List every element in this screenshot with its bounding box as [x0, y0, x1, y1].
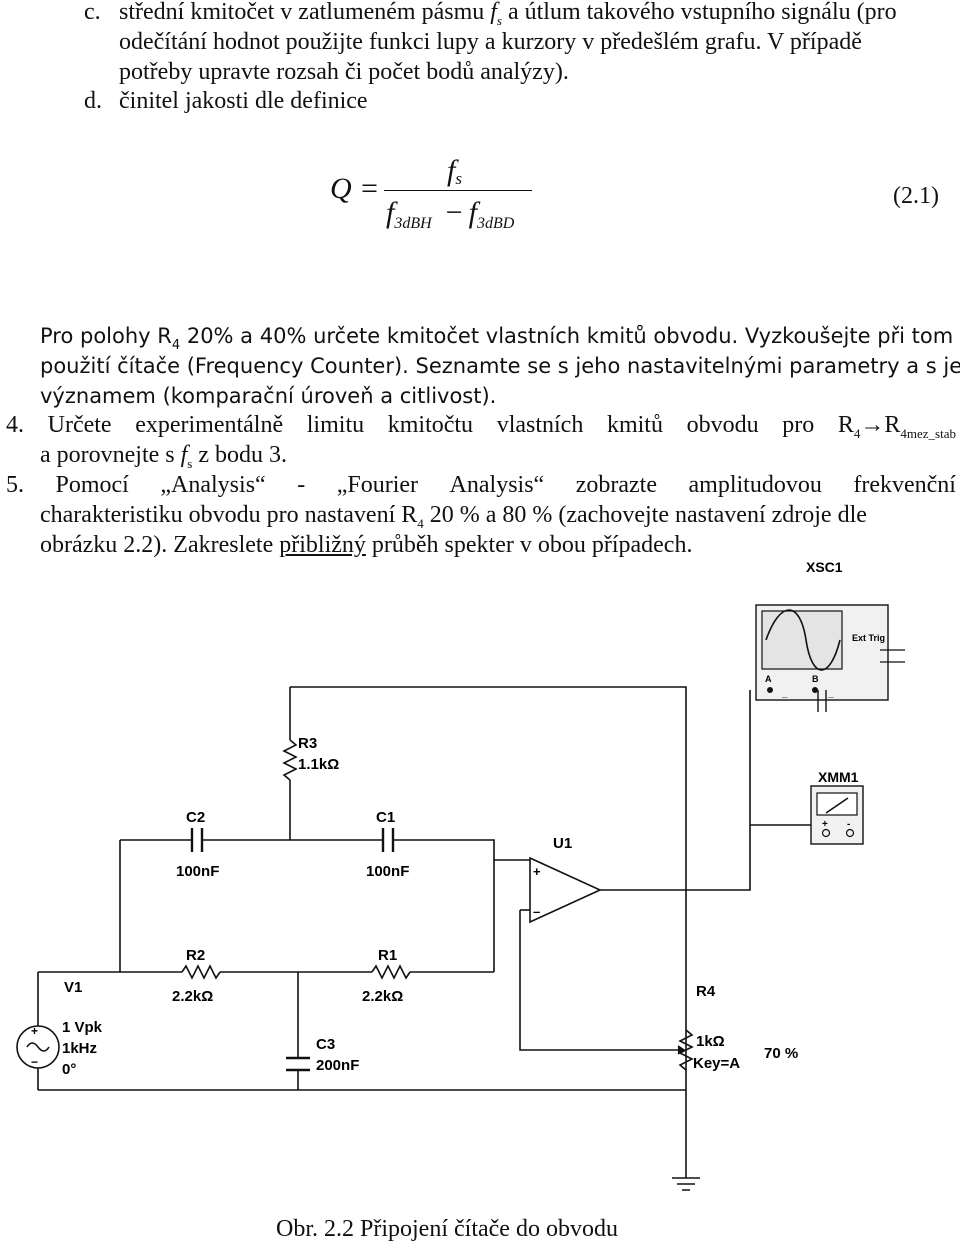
v1-label: V1 — [64, 979, 82, 996]
xsc-channel-b-label: B — [812, 674, 819, 684]
item-5-line2: charakteristiku obvodu pro nastavení R4 … — [40, 502, 867, 531]
r1-value: 2.2kΩ — [362, 988, 403, 1005]
xsc-b-minus: _ — [827, 688, 834, 699]
c3-capacitor — [286, 1056, 310, 1072]
c1-value: 100nF — [366, 863, 409, 880]
equation-number: (2.1) — [893, 183, 939, 209]
xmm1-label: XMM1 — [818, 769, 859, 785]
c2-label: C2 — [186, 809, 205, 826]
para-r4-line2: použití čítače (Frequency Counter). Sezn… — [40, 354, 960, 378]
multimeter-xmm1[interactable]: + - — [810, 785, 864, 845]
para-r4-line3: významem (komparační úroveň a citlivost)… — [40, 384, 497, 408]
xmm-minus-sign: - — [847, 819, 850, 830]
xsc-channel-a-label: A — [765, 674, 772, 684]
v1-minus-sign: − — [31, 1055, 38, 1069]
r2-label: R2 — [186, 947, 205, 964]
r3-label: R3 — [298, 735, 317, 752]
r2-value: 2.2kΩ — [172, 988, 213, 1005]
u1-opamp — [529, 856, 602, 924]
item-c-line2: odečítání hodnot použijte funkci lupy a … — [119, 29, 862, 55]
r2-resistor — [181, 964, 221, 980]
r4-value: 1kΩ — [696, 1033, 725, 1050]
circuit-schematic: + − Ext Trig A B _ _ XSC1 + - XMM1 R3 1.… — [16, 559, 905, 1191]
u1-minus-input: – — [533, 904, 540, 919]
r1-label: R1 — [378, 947, 397, 964]
equation-numerator: fs — [447, 154, 462, 188]
r4-setting: 70 % — [764, 1045, 798, 1062]
xmm-plus-sign: + — [822, 819, 828, 830]
para-r4-line1: Pro polohy R4 20% a 40% určete kmitočet … — [40, 324, 954, 353]
xsc1-label: XSC1 — [806, 559, 843, 575]
v1-source — [16, 1025, 60, 1069]
item-d-marker: d. — [84, 88, 102, 114]
c3-value: 200nF — [316, 1057, 359, 1074]
r3-value: 1.1kΩ — [298, 756, 339, 773]
v1-amplitude: 1 Vpk — [62, 1019, 103, 1036]
item-5-line3: obrázku 2.2). Zakreslete přibližný průbě… — [40, 532, 693, 558]
item-5-line1: 5. Pomocí „Analysis“ - „Fourier Analysis… — [6, 472, 956, 498]
equation-denominator: f3dBH−f3dBD — [386, 196, 515, 232]
r4-key: Key=A — [693, 1055, 740, 1072]
figure-caption: Obr. 2.2 Připojení čítače do obvodu — [276, 1216, 618, 1242]
r3-resistor — [282, 739, 298, 781]
r4-label: R4 — [696, 983, 716, 1000]
v1-phase: 0° — [62, 1061, 76, 1078]
xsc-a-minus: _ — [781, 688, 788, 699]
oscilloscope-xsc1[interactable]: Ext Trig A B _ _ — [755, 604, 905, 712]
u1-label: U1 — [553, 835, 572, 852]
c1-capacitor — [381, 828, 395, 852]
item-4-line1: 4. Určete experimentálně limitu kmitočtu… — [6, 412, 956, 441]
v1-plus-sign: + — [31, 1024, 38, 1038]
item-4-line2: a porovnejte s fs z bodu 3. — [40, 442, 288, 471]
equation-lhs: Q = — [330, 172, 380, 205]
c2-value: 100nF — [176, 863, 219, 880]
item-c-line1: střední kmitočet v zatlumeném pásmu fs a… — [119, 0, 897, 28]
item-c-marker: c. — [84, 0, 101, 25]
r4-potentiometer — [678, 1029, 694, 1071]
v1-frequency: 1kHz — [62, 1040, 97, 1057]
ground-symbol — [672, 1177, 700, 1191]
c3-label: C3 — [316, 1036, 335, 1053]
u1-plus-input: + — [533, 864, 541, 879]
item-d-text: činitel jakosti dle definice — [119, 88, 368, 114]
item-c-line3: potřeby upravte rozsah či počet bodů ana… — [119, 59, 569, 85]
c1-label: C1 — [376, 809, 395, 826]
fraction-bar — [384, 190, 532, 191]
r1-resistor — [371, 964, 411, 980]
xsc-ext-trig-label: Ext Trig — [852, 633, 885, 643]
c2-capacitor — [190, 828, 204, 852]
